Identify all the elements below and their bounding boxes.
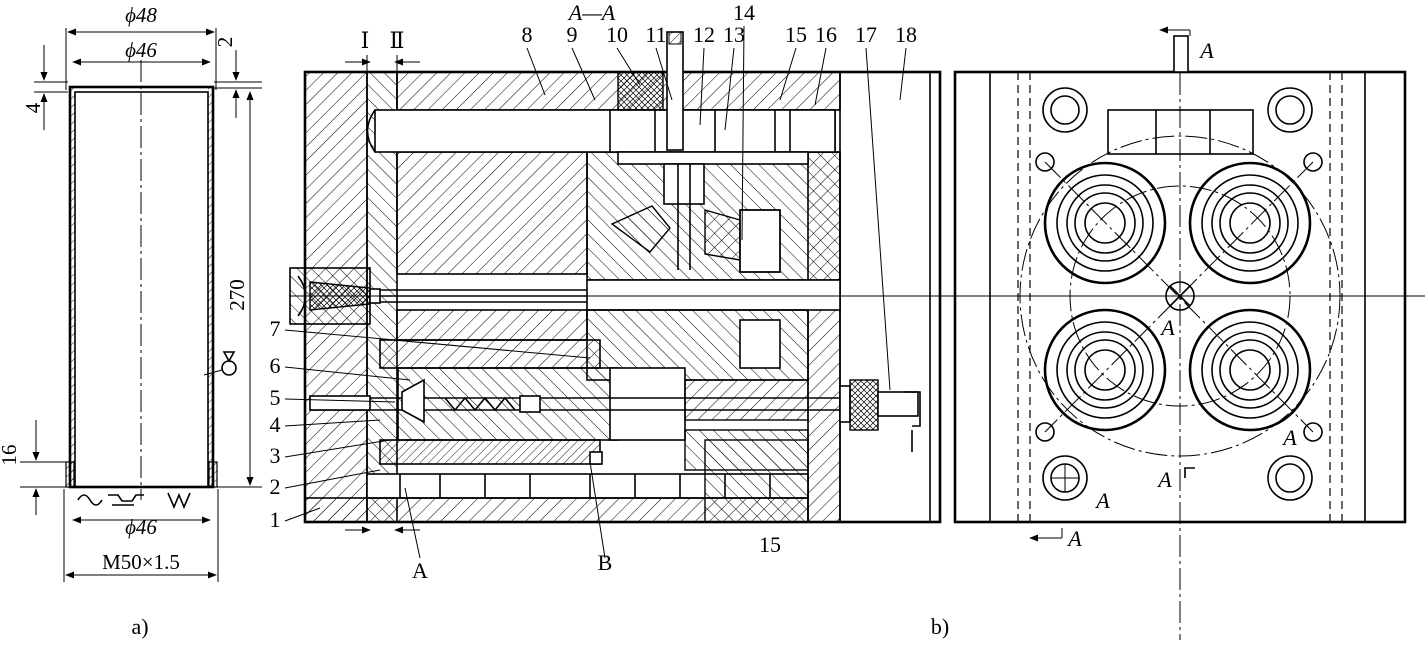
dim-bottom-dia: ϕ46 [125,515,157,539]
dim-inner-dia: ϕ46 [125,38,157,62]
part-15: 15 [785,22,807,47]
tube-wall-left [70,87,75,487]
dim-thread: M50×1.5 [102,550,180,574]
cavity-bottom-right [1190,310,1310,430]
part-15-bottom: 15 [759,532,781,557]
point-a: A [412,558,428,583]
part-12: 12 [693,22,715,47]
part-8: 8 [522,22,533,47]
dim-top-thickness: 2 [213,37,237,48]
plan-mark-a-bottom: A [1066,526,1082,551]
dim-bottom-step: 16 [0,445,21,466]
dim-outer-dia: ϕ48 [125,3,157,27]
part-2: 2 [270,474,281,499]
part-13: 13 [723,22,745,47]
figure-b-section: Ⅰ Ⅱ A—A 8 9 10 11 12 13 14 15 16 17 18 7… [270,0,1425,583]
caption-b: b) [931,614,949,639]
part-9: 9 [567,22,578,47]
plan-mark-a-lower: A [1156,467,1172,492]
cavity-top-right [1190,163,1310,283]
end-fitting [840,380,920,452]
part-14: 14 [733,0,755,25]
dim-top-step: 4 [21,102,45,113]
thread-right [209,462,217,487]
plan-mark-a-center: A [1159,315,1175,340]
dim-height: 270 [225,279,249,311]
point-b: B [598,550,613,575]
figure-b-plan: A [931,30,1405,640]
tube-wall-right [208,87,213,487]
side-plate-18 [840,72,940,522]
part-5: 5 [270,385,281,410]
part-11: 11 [645,22,666,47]
outer-sleeve [380,440,600,464]
cavity-insert [380,340,600,368]
part-17: 17 [855,22,877,47]
part-7: 7 [270,316,281,341]
mark-ii: Ⅱ [390,28,405,53]
part-18: 18 [895,22,917,47]
part-3: 3 [270,443,281,468]
thread-left [66,462,74,487]
plan-mark-a-top: A [1198,38,1214,63]
right-wall [808,152,840,522]
part-6: 6 [270,353,281,378]
cavity-bottom-left [1045,310,1165,430]
part-16: 16 [815,22,837,47]
thread-symbol [78,493,190,507]
plan-mark-a-boss: A [1094,488,1110,513]
part-1: 1 [270,507,281,532]
part-10: 10 [606,22,628,47]
caption-a: a) [131,614,148,639]
part-4: 4 [270,412,281,437]
core-chamber [610,368,685,440]
mark-i: Ⅰ [361,28,370,53]
figure-a-tube: ϕ48 ϕ46 4 2 270 16 [0,3,262,639]
upper-block [397,152,587,274]
plan-mark-a-right: A [1281,425,1297,450]
